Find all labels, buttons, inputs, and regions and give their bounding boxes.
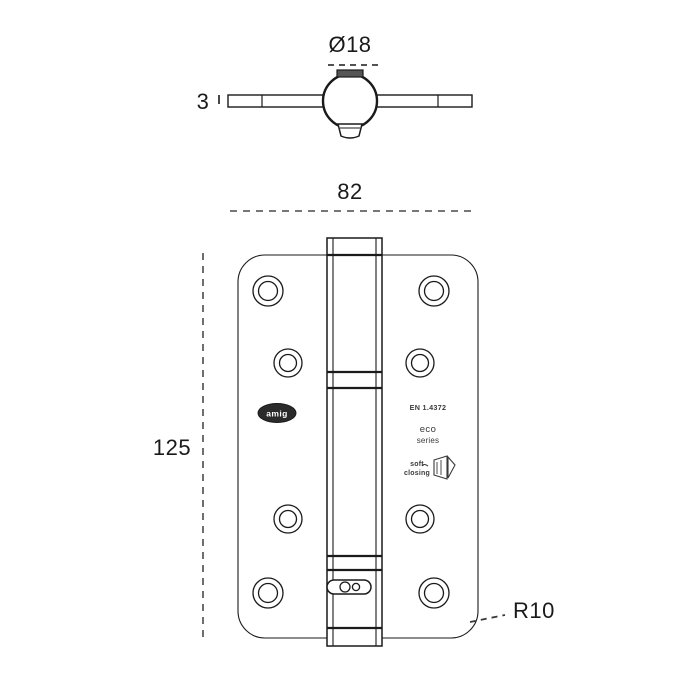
knuckle-barrel-circle	[321, 72, 379, 130]
top-view-left-wing	[227, 94, 332, 108]
corner-radius-callout: R10	[469, 598, 555, 623]
series-label: series	[417, 436, 440, 445]
radius-leader-line	[469, 614, 506, 623]
screw-hole-group	[252, 275, 450, 609]
screw-hole-bottom-left	[252, 577, 284, 609]
adjustment-slot-detail	[326, 579, 372, 595]
closing-label: closing	[404, 470, 430, 477]
screw-hole-top-right	[418, 275, 450, 307]
brand-logo: amig	[257, 403, 297, 423]
eco-label: eco	[420, 424, 437, 435]
height-label: 125	[153, 435, 191, 460]
screw-hole-mid-upper-right	[405, 348, 435, 378]
screw-hole-mid-upper-left	[273, 348, 303, 378]
screw-hole-mid-lower-right	[405, 504, 435, 534]
standard-label: EN 1.4372	[410, 403, 447, 412]
top-view-right-wing	[368, 94, 473, 108]
soft-closing-mark: soft closing	[404, 455, 456, 480]
screw-hole-top-left	[252, 275, 284, 307]
knuckle-bottom-pin	[337, 123, 363, 139]
screw-hole-bottom-right	[418, 577, 450, 609]
radius-label: R10	[513, 598, 555, 623]
soft-label: soft	[410, 461, 424, 468]
width-label: 82	[337, 179, 362, 204]
soft-closing-door-icon	[421, 455, 456, 480]
eco-series-mark: eco series	[417, 424, 440, 445]
thickness-label: 3	[197, 89, 210, 114]
central-knuckle-column	[326, 237, 383, 647]
screw-hole-mid-lower-left	[273, 504, 303, 534]
brand-logo-label: amig	[266, 409, 287, 419]
front-elevation-view: 82 125	[153, 179, 555, 647]
diameter-label: Ø18	[328, 32, 371, 57]
top-section-view: Ø18 3	[197, 32, 473, 139]
knuckle-top-cap	[336, 69, 364, 78]
